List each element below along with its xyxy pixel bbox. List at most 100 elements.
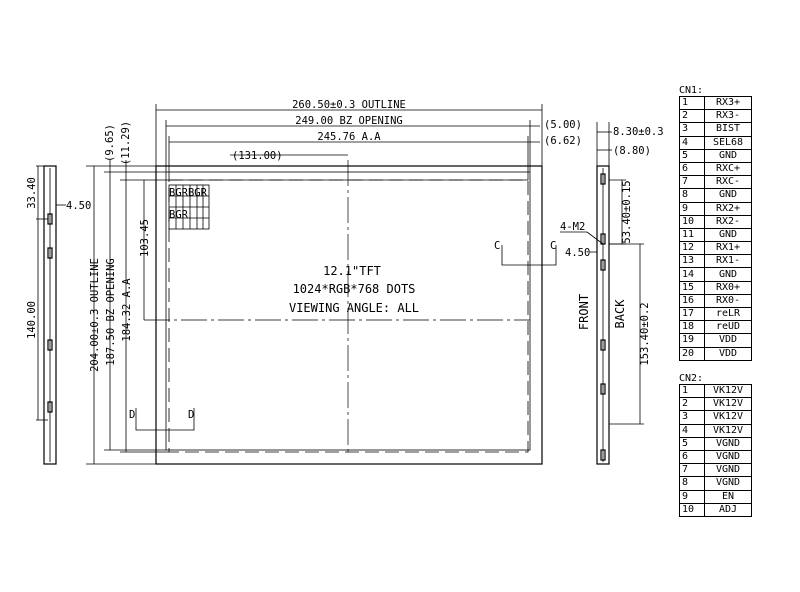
pin-signal: EN: [704, 489, 752, 504]
pin-number: 18: [679, 320, 705, 335]
dim-33-40: 33.40: [26, 177, 38, 209]
pin-number: 4: [679, 135, 705, 150]
pin-signal: VGND: [704, 449, 752, 465]
section-d-right: D: [188, 409, 194, 421]
pin-number: 9: [679, 201, 705, 216]
dim-aa-height: 184.32 A.A: [121, 278, 133, 342]
pin-signal: RX3-: [704, 109, 752, 124]
dim-outline-width: 260.50±0.3 OUTLINE: [292, 99, 406, 111]
pixel-label-bottom: BGR: [169, 209, 189, 221]
label-back: BACK: [613, 299, 627, 329]
pin-signal: VK12V: [704, 397, 752, 412]
dim-153-40: 153.40±0.2: [639, 302, 651, 365]
section-d-left: D: [129, 409, 135, 421]
panel-viewing-angle-label: VIEWING ANGLE: ALL: [289, 301, 419, 315]
pin-number: 20: [679, 346, 705, 361]
pin-number: 1: [679, 95, 705, 111]
pin-signal: reLR: [704, 306, 752, 322]
pin-signal: RX1-: [704, 254, 752, 269]
pin-number: 12: [679, 241, 705, 256]
cn2-title: CN2:: [679, 373, 704, 384]
pin-number: 2: [679, 397, 705, 412]
pin-signal: BIST: [704, 122, 752, 137]
pin-signal: SEL68: [704, 135, 752, 150]
pin-number: 7: [679, 175, 705, 190]
dim-53-40: 53.40±0.15: [621, 180, 633, 243]
pin-number: 10: [679, 502, 705, 517]
dim-aa-width: 245.76 A.A: [317, 131, 381, 143]
pin-number: 16: [679, 293, 705, 309]
panel-size-label: 12.1"TFT: [323, 264, 381, 278]
dim-offset-5: (5.00): [544, 119, 582, 131]
section-c-right: C: [550, 240, 556, 252]
pin-number: 14: [679, 267, 705, 282]
pin-signal: reUD: [704, 320, 752, 335]
pin-signal: GND: [704, 148, 752, 163]
pin-number: 5: [679, 148, 705, 163]
pin-signal: ADJ: [704, 502, 752, 517]
cn1-title: CN1:: [679, 85, 704, 96]
pin-signal: VDD: [704, 346, 752, 361]
pin-number: 9: [679, 489, 705, 504]
section-c-marker: C C: [494, 240, 557, 266]
front-view: BGRBGR BGR 12.1"TFT 1024*RGB*768 DOTS VI…: [86, 99, 582, 465]
pin-number: 3: [679, 410, 705, 425]
pin-number: 6: [679, 449, 705, 465]
panel-resolution-label: 1024*RGB*768 DOTS: [293, 282, 416, 296]
dim-thickness-8-30: 8.30±0.3: [613, 126, 664, 138]
pin-signal: RX2+: [704, 201, 752, 216]
dim-offset-6-62: (6.62): [544, 135, 582, 147]
pin-signal: RX2-: [704, 214, 752, 229]
pin-number: 5: [679, 436, 705, 451]
pin-number: 8: [679, 188, 705, 203]
dim-4-50-right: 4.50: [565, 247, 590, 259]
label-front: FRONT: [577, 294, 591, 330]
pixel-grid: BGRBGR BGR: [168, 184, 210, 230]
section-c-left: C: [494, 240, 500, 252]
pin-signal: RXC-: [704, 175, 752, 190]
pin-number: 8: [679, 476, 705, 491]
dim-103-45: 103.45: [139, 219, 151, 257]
dim-bz-height: 187.50 BZ OPENING: [105, 258, 117, 365]
pin-signal: RX3+: [704, 95, 752, 111]
pin-signal: VK12V: [704, 410, 752, 425]
pin-number: 7: [679, 463, 705, 478]
dim-bz-width: 249.00 BZ OPENING: [295, 115, 402, 127]
pin-number: 10: [679, 214, 705, 229]
left-side-view: 33.40 4.50 140.00: [26, 165, 91, 465]
active-area-rect: [168, 179, 529, 453]
pin-signal: VDD: [704, 333, 752, 348]
outline-rect: [155, 165, 543, 465]
pin-signal: VGND: [704, 436, 752, 451]
pin-number: 17: [679, 306, 705, 322]
dim-140-00: 140.00: [26, 301, 38, 339]
dim-9-65: (9.65): [104, 124, 116, 162]
pin-signal: VGND: [704, 463, 752, 478]
pin-signal: VK12V: [704, 423, 752, 438]
